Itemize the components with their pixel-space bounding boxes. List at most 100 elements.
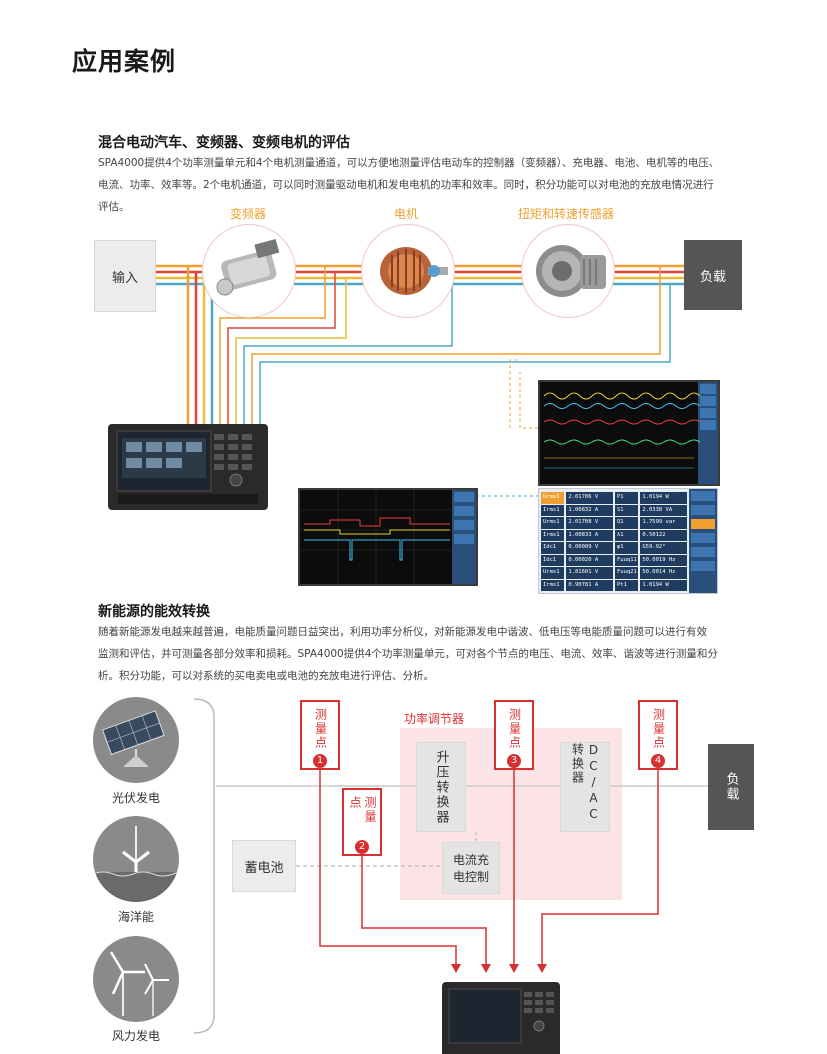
sources-bracket — [193, 698, 215, 1034]
ocean-energy-label: 海洋能 — [117, 910, 154, 924]
motor-label: 电机 — [394, 207, 419, 221]
dcac-converter-box: DC/AC转换器 — [560, 742, 610, 832]
charge-control-box: 电流充 电控制 — [442, 842, 500, 894]
section1-line-2: 电流、功率、效率等。2个电机通道，可以同时测量驱动电机和发电电机的功率和效率。同… — [98, 179, 714, 191]
table-cell-value: 0.00009 V — [566, 542, 613, 554]
trend-screenshot — [298, 488, 478, 586]
measure-point-1-number: 1 — [313, 754, 327, 768]
table-cell-value: 50.0014 Hz — [640, 567, 687, 579]
table-cell-value: 1.0194 W — [640, 492, 687, 504]
motor-illustration — [380, 247, 448, 295]
table-cell-value: 0.90781 A — [566, 579, 613, 591]
charge-control-line-2: 电控制 — [452, 870, 489, 884]
measure-point-4: 测量点 4 — [638, 700, 678, 770]
table-cell-name: P1 — [615, 492, 639, 504]
inverter-illustration — [216, 239, 280, 296]
section2-line-1: 随着新能源发电越来越普遍，电能质量问题日益突出，利用功率分析仪，对新能源发电中谐… — [98, 626, 707, 638]
boost-converter-label: 升压转换器 — [433, 749, 449, 825]
load-box: 负载 — [684, 240, 742, 310]
torque-sensor-illustration — [536, 245, 606, 297]
section1-paragraph: SPA4000提供4个功率测量单元和4个电机测量通道，可以方便地测量评估电动车的… — [98, 152, 758, 218]
keypad-buttons — [214, 434, 252, 487]
measure-point-2-label: 测量点 — [348, 796, 377, 824]
table-cell-name: Idc1 — [541, 542, 565, 554]
table-cell-value: 1.81601 V — [566, 567, 613, 579]
table-cell-name: Q1 — [615, 517, 639, 529]
table-cell-value: 2.01708 V — [566, 517, 613, 529]
section2-line-3: 析。积分功能，可以对系统的买电卖电或电池的充放电进行评估、分析。 — [98, 670, 434, 682]
section1-line-3: 评估。 — [98, 201, 130, 213]
table-cell-name: φ1 — [615, 542, 639, 554]
bottom-instrument-screen — [448, 988, 522, 1044]
bottom-instrument-keypad — [524, 992, 554, 1032]
table-cell-value: 1.00832 A — [566, 504, 613, 516]
section2-paragraph: 随着新能源发电越来越普遍，电能质量问题日益突出，利用功率分析仪，对新能源发电中谐… — [98, 621, 758, 687]
bottom-power-analyzer — [442, 982, 560, 1054]
torque-sensor-image — [522, 225, 614, 317]
solar-power-label: 光伏发电 — [111, 791, 160, 805]
table-cell-value: G59.92° — [640, 542, 687, 554]
table-cell-name: Irms1 — [541, 529, 565, 541]
waveform-screenshot — [538, 380, 720, 486]
waveform-display — [540, 382, 718, 484]
table-cell-name: Urms1 — [541, 567, 565, 579]
section2-line-2: 监测和评估，并可测量各部分效率和损耗。SPA4000提供4个功率测量单元，可对各… — [98, 648, 718, 660]
table-cell-value: 2.0338 VA — [640, 504, 687, 516]
table-cell-name: Fuuq21 — [615, 567, 639, 579]
solar-panel-illustration — [101, 710, 165, 767]
wind-turbine-illustration — [109, 951, 169, 1016]
measure-point-4-number: 4 — [651, 754, 665, 768]
motor-image — [362, 225, 454, 317]
inverter-image — [203, 225, 295, 317]
measure-point-2: 测量点 2 — [342, 788, 382, 856]
wind-power-image — [93, 936, 179, 1022]
power-regulator-label: 功率调节器 — [404, 712, 465, 726]
table-cell-name: Idc1 — [541, 554, 565, 566]
table-cell-name: Urms1 — [541, 517, 565, 529]
table-cell-value: 0.00020 A — [566, 554, 613, 566]
instrument-keypad — [212, 432, 262, 490]
table-cell-name: Urms1 — [541, 492, 565, 504]
measure-point-3-number: 3 — [507, 754, 521, 768]
table-cell-name: Fuuq11 — [615, 554, 639, 566]
section2-title: 新能源的能效转换 — [98, 604, 210, 620]
dcac-converter-label: DC/AC转换器 — [570, 743, 601, 823]
inverter-label: 变频器 — [230, 207, 267, 221]
boost-converter-box: 升压转换器 — [416, 742, 466, 832]
measure-point-3: 测量点 3 — [494, 700, 534, 770]
wind-power-label: 风力发电 — [111, 1029, 160, 1043]
measure-point-1: 测量点 1 — [300, 700, 340, 770]
section1-title: 混合电动汽车、变频器、变频电机的评估 — [98, 135, 350, 151]
charge-control-line-1: 电流充 — [452, 853, 489, 867]
solar-power-image — [93, 697, 179, 783]
trend-display — [300, 490, 476, 584]
table-cell-value: 1.7599 var — [640, 517, 687, 529]
table-cell-name: λ1 — [615, 529, 639, 541]
instrument-screen-content — [122, 438, 206, 478]
table-cell-name: Pt1 — [615, 579, 639, 591]
instrument-bottom-panel — [118, 494, 258, 504]
section2-load-label: 负载 — [723, 772, 739, 802]
table-cell-value: 0.50122 — [640, 529, 687, 541]
measure-point-2-number: 2 — [355, 840, 369, 854]
page-title: 应用案例 — [72, 47, 177, 76]
table-cell-name: S1 — [615, 504, 639, 516]
table-cell-value: 1.0194 W — [640, 579, 687, 591]
section1-line-1: SPA4000提供4个功率测量单元和4个电机测量通道，可以方便地测量评估电动车的… — [98, 157, 720, 169]
battery-box: 蓄电池 — [232, 840, 296, 892]
table-cell-value: 1.00833 A — [566, 529, 613, 541]
table-cell-name: Irms1 — [541, 504, 565, 516]
measure-point-4-label: 测量点 — [651, 708, 666, 750]
torque-sensor-label: 扭矩和转速传感器 — [518, 207, 615, 221]
measure-point-3-label: 测量点 — [507, 708, 522, 750]
